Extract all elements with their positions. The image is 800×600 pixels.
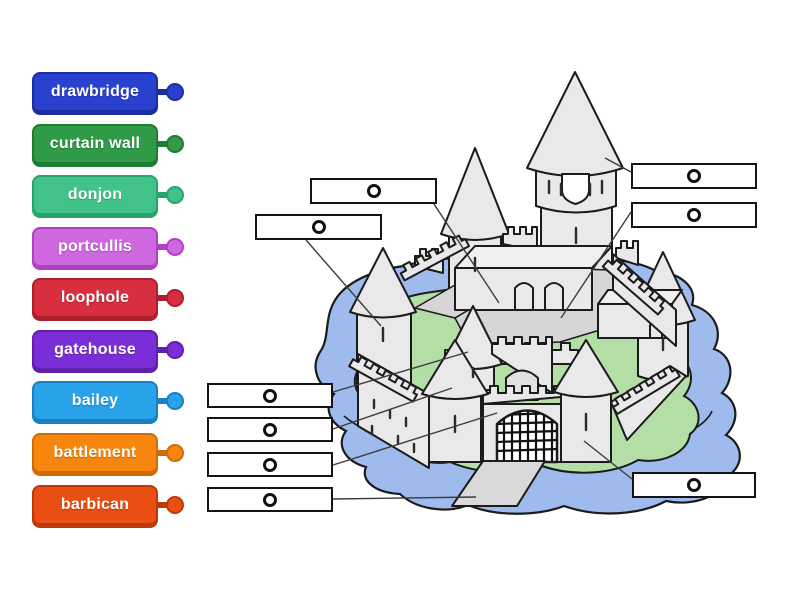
answer-slot-6[interactable] [207, 417, 333, 442]
word-tile-label: portcullis [57, 238, 132, 255]
answer-slot-1[interactable] [310, 178, 437, 204]
loophole-slits [370, 179, 665, 454]
slot-circle [263, 422, 277, 437]
word-tile-label: battlement [53, 444, 137, 461]
back-battlement-right [615, 240, 639, 266]
connector-stub [156, 450, 169, 456]
slot-circle [263, 388, 277, 403]
connector-stub [156, 192, 169, 198]
connector-dot [166, 392, 184, 410]
connector-dot [166, 135, 184, 153]
connector-stub [156, 347, 169, 353]
word-tile-curtain-wall[interactable]: curtain wall [32, 124, 184, 164]
word-tile-label: barbican [60, 496, 130, 513]
great-hall [454, 245, 613, 311]
word-tile-barbican[interactable]: barbican [32, 485, 184, 525]
answer-slot-4[interactable] [631, 202, 757, 228]
answer-slot-3[interactable] [631, 163, 757, 189]
slot-circle [687, 208, 701, 222]
connector-dot [166, 186, 184, 204]
slot-circle [263, 457, 277, 472]
connector-stub [156, 141, 169, 147]
drawbridge-ramp [451, 460, 546, 507]
leader-lines [305, 157, 633, 500]
word-tile-label: curtain wall [49, 135, 141, 152]
connector-stub [156, 244, 169, 250]
word-tile-gatehouse[interactable]: gatehouse [32, 330, 184, 370]
shield-emblem [561, 173, 590, 205]
word-tile-label: gatehouse [54, 341, 136, 358]
answer-slot-5[interactable] [207, 383, 333, 408]
answer-slot-9[interactable] [632, 472, 756, 498]
connector-dot [166, 238, 184, 256]
answer-slot-8[interactable] [207, 487, 333, 512]
word-tile-label: donjon [67, 186, 123, 203]
slot-circle [687, 478, 701, 492]
connector-dot [166, 496, 184, 514]
slot-circle [311, 220, 326, 234]
connector-stub [156, 295, 169, 301]
slot-circle [366, 184, 381, 198]
connector-dot [166, 83, 184, 101]
answer-slot-2[interactable] [255, 214, 382, 240]
connector-dot [166, 444, 184, 462]
connector-dot [166, 289, 184, 307]
word-tile-label: bailey [71, 392, 119, 409]
word-tile-loophole[interactable]: loophole [32, 278, 184, 318]
slot-circle [687, 169, 701, 183]
connector-stub [156, 89, 169, 95]
slot-circle [263, 492, 277, 507]
word-tile-label: drawbridge [50, 83, 140, 100]
word-tile-donjon[interactable]: donjon [32, 175, 184, 215]
word-tile-portcullis[interactable]: portcullis [32, 227, 184, 267]
word-tile-bailey[interactable]: bailey [32, 381, 184, 421]
answer-slot-7[interactable] [207, 452, 333, 477]
connector-stub [156, 398, 169, 404]
connector-dot [166, 341, 184, 359]
word-tile-drawbridge[interactable]: drawbridge [32, 72, 184, 112]
word-tile-label: loophole [60, 289, 130, 306]
word-tile-battlement[interactable]: battlement [32, 433, 184, 473]
connector-stub [156, 502, 169, 508]
